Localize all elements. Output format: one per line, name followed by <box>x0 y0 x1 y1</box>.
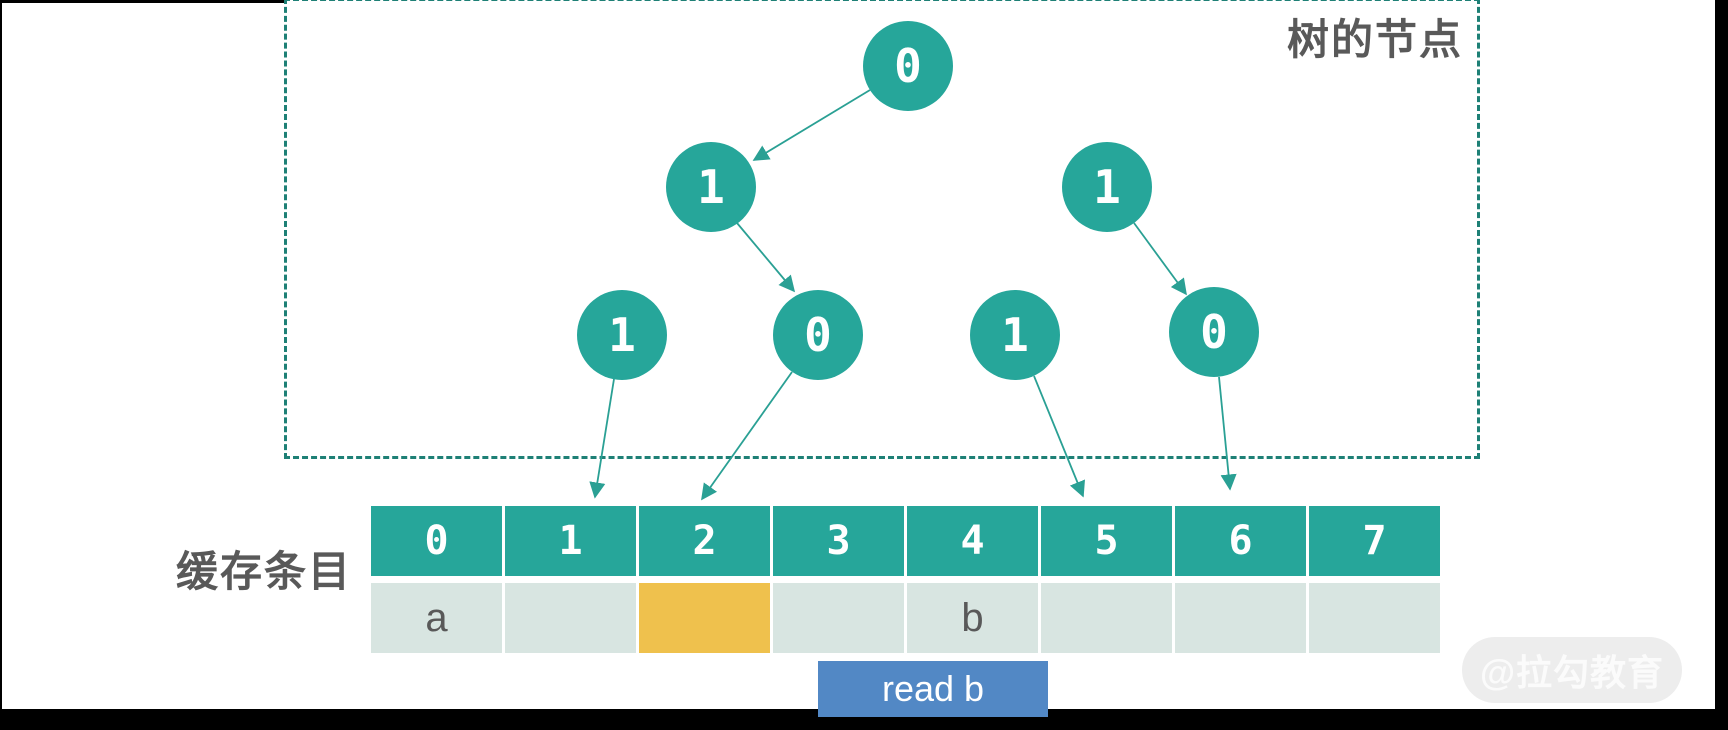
tree-node-l3-d: 0 <box>1169 287 1259 377</box>
tree-node-l2-left: 1 <box>666 142 756 232</box>
cache-value-cell: a <box>371 583 502 653</box>
cache-value-row: a b <box>371 583 1440 653</box>
cache-value-cell-highlighted <box>639 583 770 653</box>
cache-index-cell: 5 <box>1041 506 1172 576</box>
letterbox-top <box>0 0 285 3</box>
cache-entries-label: 缓存条目 <box>176 548 353 595</box>
cache-array: 0 1 2 3 4 5 6 7 a b <box>371 506 1440 653</box>
letterbox-left <box>0 0 2 730</box>
tree-node-l3-a: 1 <box>577 290 667 380</box>
cache-value-cell <box>1175 583 1306 653</box>
cache-index-row: 0 1 2 3 4 5 6 7 <box>371 506 1440 576</box>
tree-node-l3-c: 1 <box>970 290 1060 380</box>
cache-index-cell: 4 <box>907 506 1038 576</box>
cache-index-cell: 7 <box>1309 506 1440 576</box>
letterbox-right <box>1715 0 1728 730</box>
cache-value-cell <box>1041 583 1172 653</box>
cache-value-cell <box>505 583 636 653</box>
cache-index-cell: 2 <box>639 506 770 576</box>
cache-value-cell <box>773 583 904 653</box>
cache-index-cell: 0 <box>371 506 502 576</box>
tree-box-label: 树的节点 <box>1286 16 1463 63</box>
cache-value-cell: b <box>907 583 1038 653</box>
tree-node-l3-b: 0 <box>773 290 863 380</box>
tree-node-l2-right: 1 <box>1062 142 1152 232</box>
tree-nodes-box: 树的节点 <box>284 0 1480 459</box>
cache-index-cell: 6 <box>1175 506 1306 576</box>
cache-index-cell: 1 <box>505 506 636 576</box>
cache-value-cell <box>1309 583 1440 653</box>
tree-node-root: 0 <box>863 21 953 111</box>
letterbox-bottom <box>0 709 1728 730</box>
watermark-badge: @拉勾教育 <box>1462 637 1682 703</box>
read-b-button: read b <box>818 661 1048 717</box>
cache-index-cell: 3 <box>773 506 904 576</box>
